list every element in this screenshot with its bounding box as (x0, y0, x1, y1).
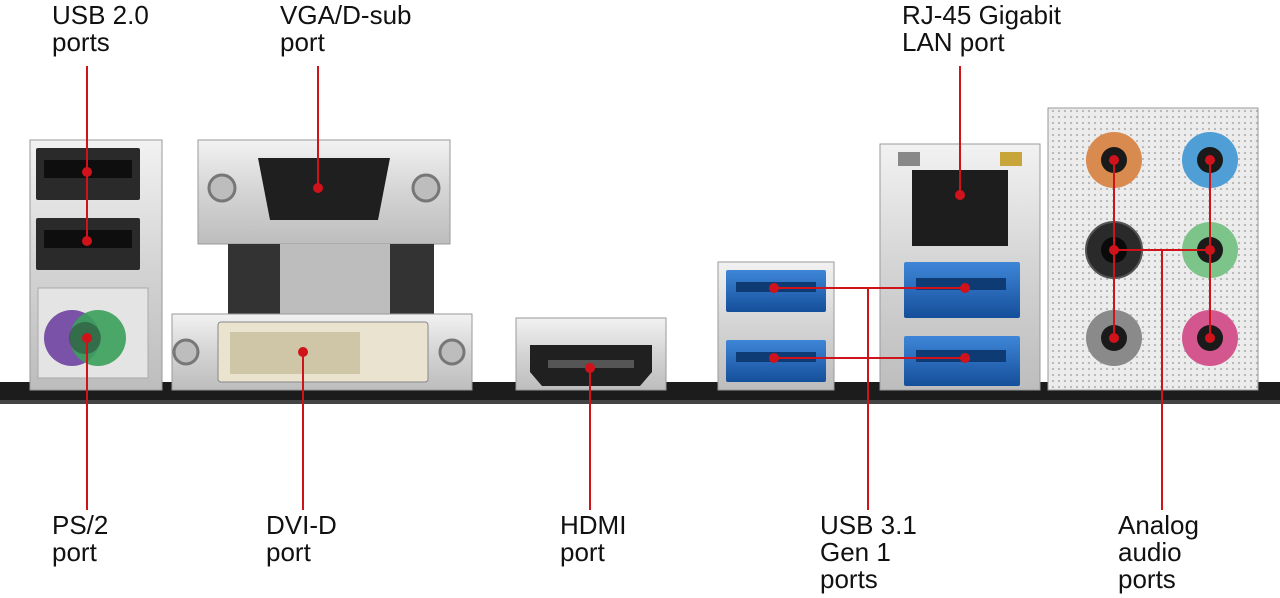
label-vga: VGA/D-sub port (280, 0, 412, 57)
label-hdmi: HDMI port (560, 510, 627, 567)
label-usb31: USB 3.1 Gen 1 ports (820, 510, 917, 594)
pcb-board-edge (0, 400, 1280, 404)
usb20-ps2-stack (29, 139, 163, 391)
ps2-green-port (70, 310, 126, 366)
vga-dvi-stack (171, 139, 473, 391)
label-audio: Analog audio ports (1118, 510, 1199, 594)
label-ps2: PS/2 port (52, 510, 109, 567)
label-rj45: RJ-45 Gigabit LAN port (902, 0, 1061, 57)
callout-dots (82, 155, 1215, 373)
label-usb20: USB 2.0 ports (52, 0, 149, 57)
usb31-stack (717, 261, 835, 391)
label-dvid: DVI-D port (266, 510, 337, 567)
usb31-callout (774, 287, 965, 510)
